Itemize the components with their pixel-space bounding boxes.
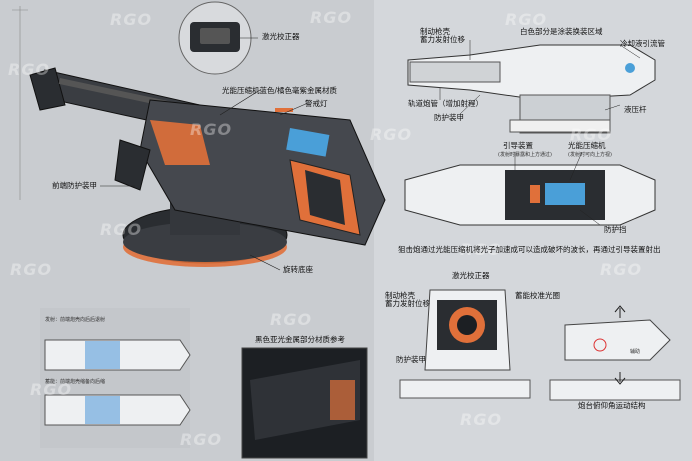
label-laser-calibrator: 激光校正器: [262, 32, 300, 41]
watermark: RGO: [460, 410, 503, 429]
label-protect-armor-b: 防护装甲: [396, 355, 426, 364]
bottom-left-diagrams: [40, 308, 191, 448]
watermark: RGO: [460, 240, 503, 259]
label-sight-lens: 蓄能校准光圈: [515, 291, 560, 300]
watermark: RGO: [8, 60, 51, 79]
watermark: RGO: [30, 380, 73, 399]
pitch-view-diagram: [549, 305, 681, 401]
label-photon-compressor-r-sub: (发射时可向上方视): [568, 152, 612, 158]
label-launch-mode: 发射：前端炮壳向后后退射: [45, 317, 106, 323]
label-protect-armor: 防护装甲: [434, 113, 464, 122]
label-brake-shell-b: 制动枪壳 蓄力发射位移: [385, 291, 430, 309]
label-anchor: 辅助: [630, 349, 641, 355]
label-white-spray-area: 白色部分是涂装换装区域: [520, 27, 603, 36]
label-coolant-pipe: 冷却液引流管: [620, 39, 665, 48]
label-hydraulic-rod: 液压杆: [624, 105, 647, 114]
label-laser-calibrator-b: 激光校正器: [452, 271, 490, 280]
watermark: RGO: [270, 310, 313, 329]
label-rail-barrel: 轨道炮管（增加射程）: [408, 99, 483, 108]
top-view-diagram: [404, 164, 656, 226]
watermark: RGO: [190, 120, 233, 139]
watermark: RGO: [100, 220, 143, 239]
label-warning-light: 警戒灯: [305, 99, 328, 108]
label-photon-compressor-r: 光能压缩机: [568, 141, 606, 150]
watermark: RGO: [10, 260, 53, 279]
label-brake-shell: 制动枪壳 蓄力发射位移: [420, 27, 465, 45]
label-guide-device-sub: (发射时暴露和上方通过): [498, 152, 552, 158]
label-store-mode: 蓄能：前端炮壳缩备向后缩: [45, 379, 106, 385]
watermark: RGO: [370, 125, 413, 144]
label-pitch-motion: 炮台俯仰角运动结构: [578, 401, 646, 410]
caption-mid: 狙击炮通过光能压缩机将光子加速成可以造成破坏的波长，再通过引导装置射出: [398, 245, 661, 254]
watermark: RGO: [570, 125, 613, 144]
front-view-diagram: [399, 289, 531, 399]
watermark: RGO: [110, 10, 153, 29]
label-protect-shield: 防护挡: [604, 225, 627, 234]
label-front-armor: 前端防护装甲: [52, 181, 97, 190]
label-black-metal-ref: 黑色亚光金属部分材质参考: [255, 335, 345, 344]
label-photon-compressor: 光能压缩机蓝色/橘色毫紫金属材质: [222, 86, 338, 95]
watermark: RGO: [505, 10, 548, 29]
watermark: RGO: [310, 8, 353, 27]
main-turret-illustration: [29, 67, 386, 267]
label-guide-device: 引导装置: [503, 141, 533, 150]
watermark: RGO: [600, 260, 643, 279]
watermark: RGO: [180, 430, 223, 449]
label-rotating-base: 旋转底座: [283, 265, 313, 274]
